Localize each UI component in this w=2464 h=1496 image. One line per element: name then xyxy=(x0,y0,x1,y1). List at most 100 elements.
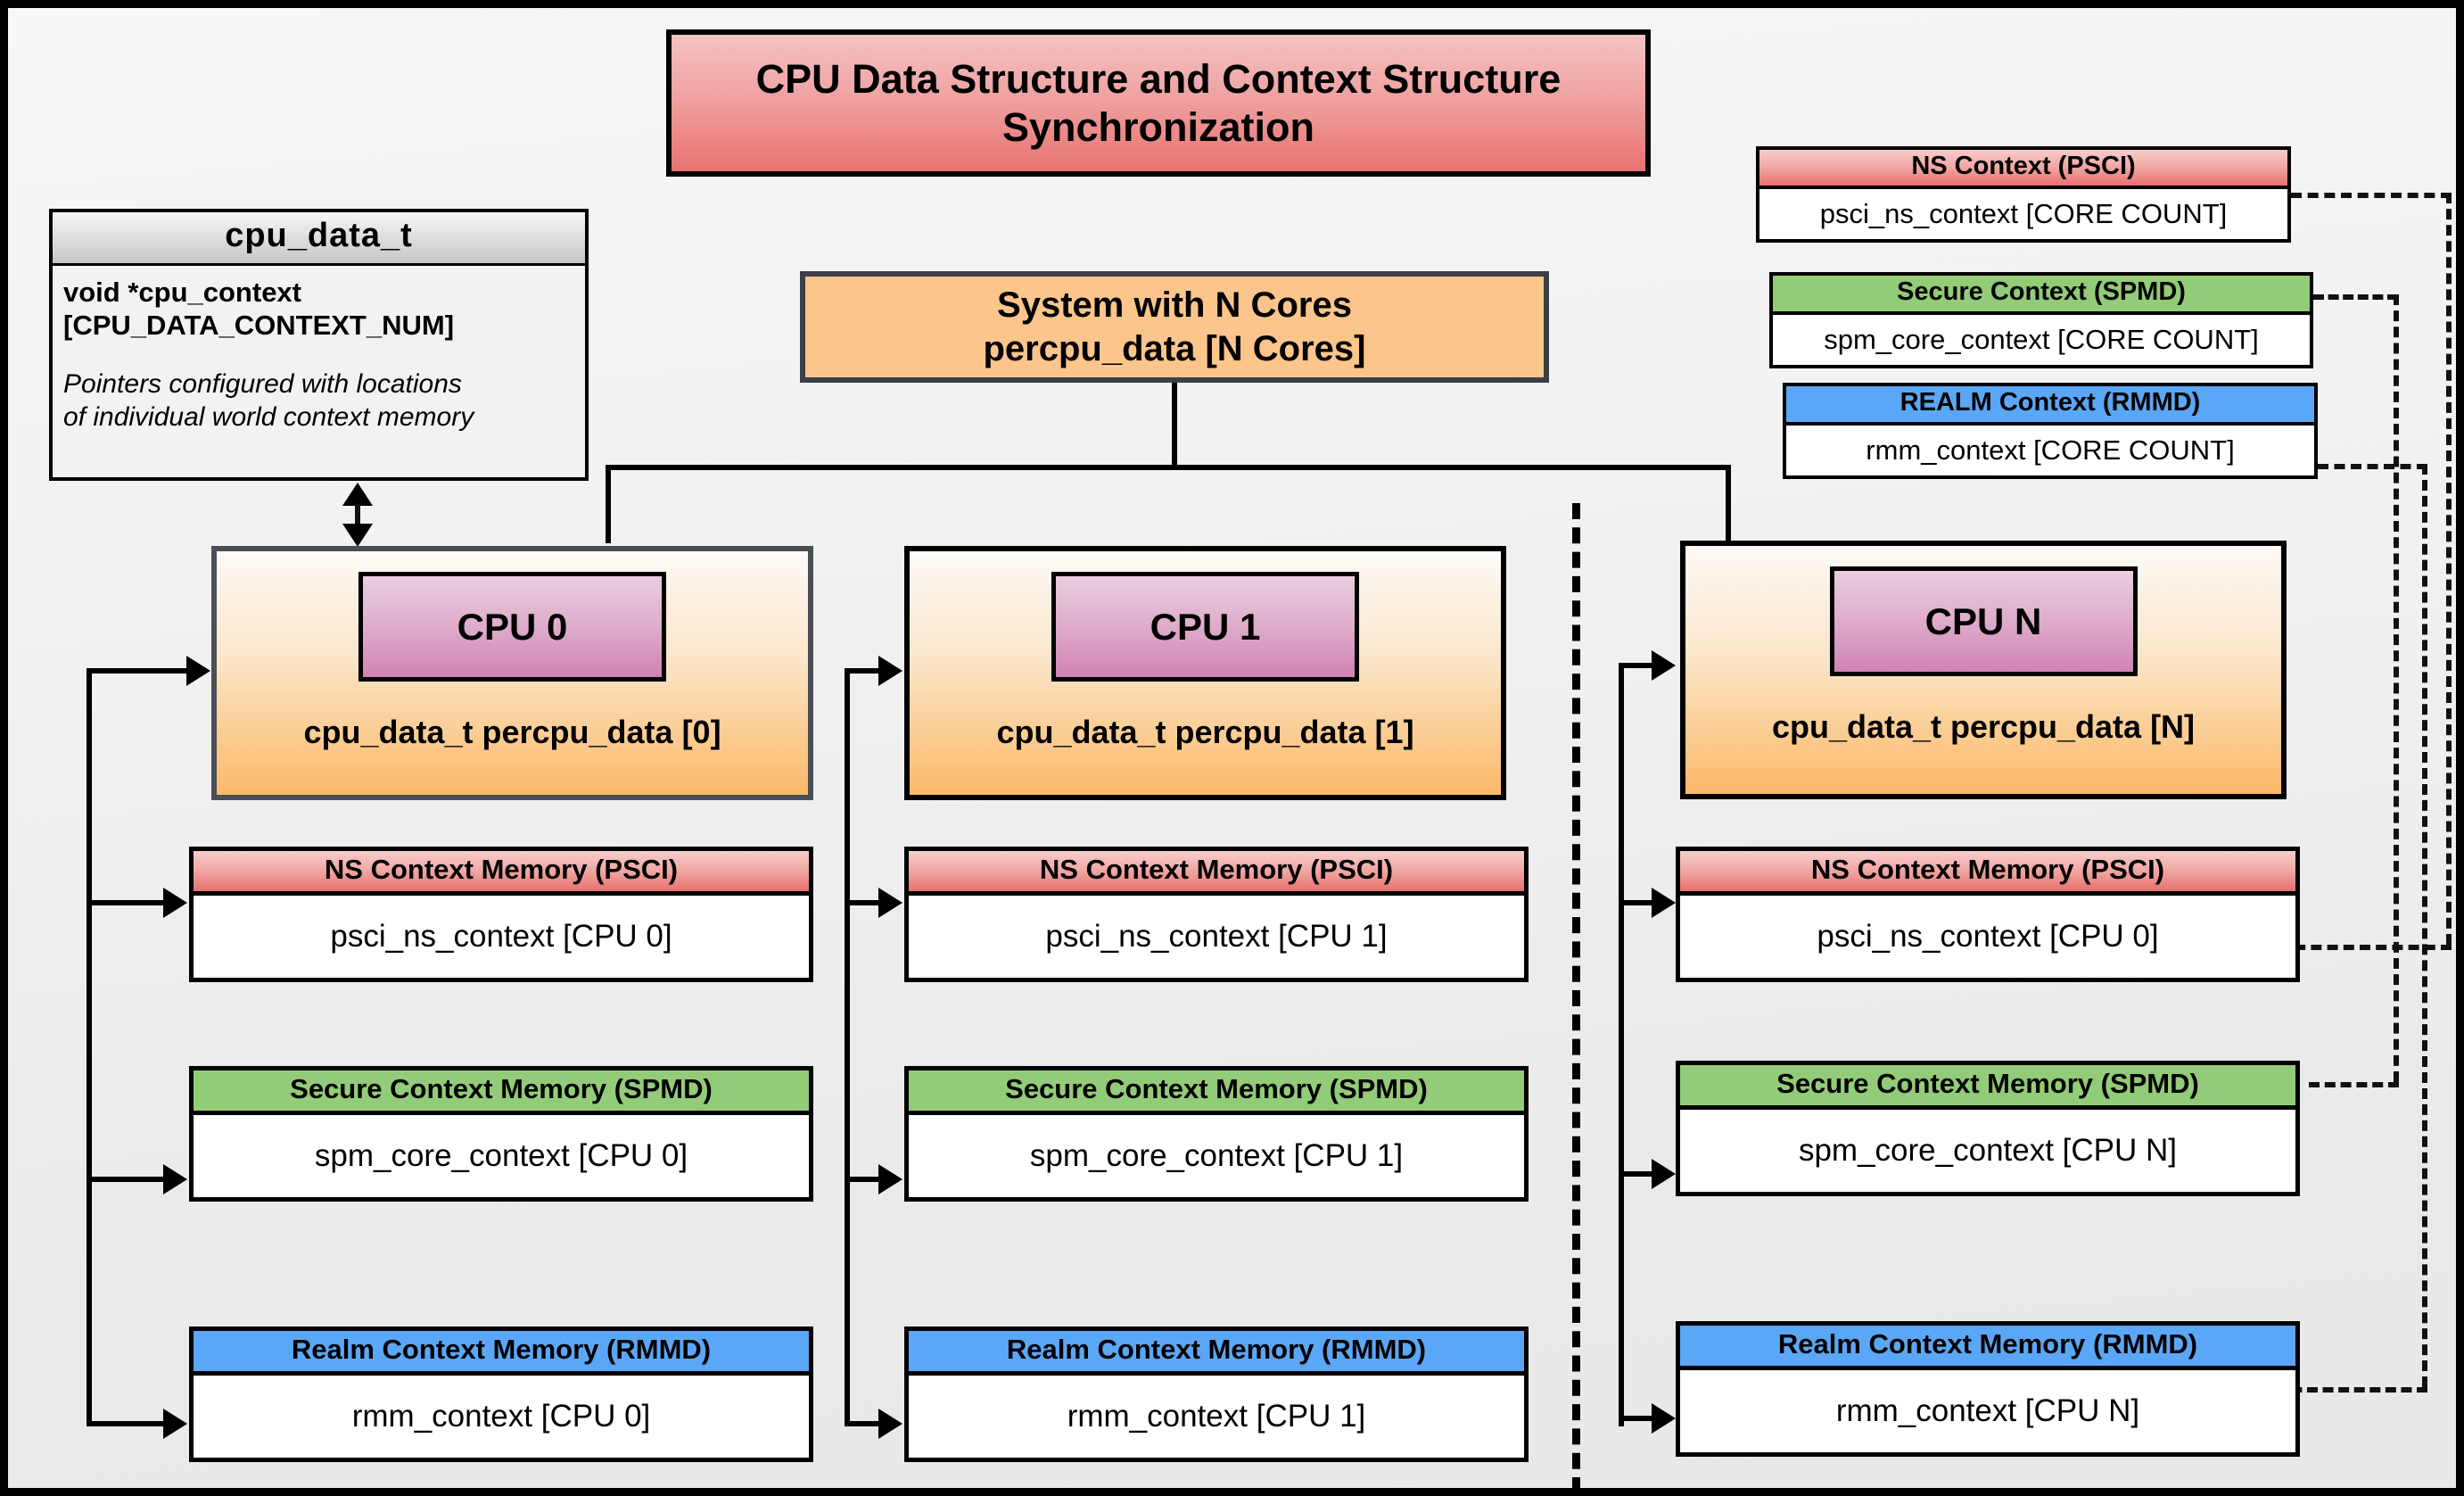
legend-realm-route-top xyxy=(2318,464,2427,469)
cpu-card-label-1: cpu_data_t percpu_data [1] xyxy=(996,714,1414,750)
system-box: System with N Cores percpu_data [N Cores… xyxy=(800,271,1549,383)
cpu1-branch-card xyxy=(845,668,880,674)
legend-ns-route-top xyxy=(2291,193,2452,198)
cpu1-arrow-ns xyxy=(878,888,902,918)
memory-card-cpun-secure-header: Secure Context Memory (SPMD) xyxy=(1680,1065,2295,1110)
cpun-branch-ns xyxy=(1619,900,1652,905)
cpu0-arrow-secure xyxy=(163,1164,187,1194)
legend-ns-route-vertical xyxy=(2446,193,2452,945)
cpu0-branch-secure xyxy=(87,1177,165,1182)
memory-card-cpu0-realm: Realm Context Memory (RMMD) rmm_context … xyxy=(189,1327,813,1462)
struct-field-line1: void *cpu_context xyxy=(63,277,301,308)
legend-card-realm-body: rmm_context [CORE COUNT] xyxy=(1866,434,2235,466)
legend-ns-route-bottom xyxy=(2197,945,2452,950)
cpu0-arrow-ns xyxy=(163,888,187,918)
cpu-card-0: CPU 0 cpu_data_t percpu_data [0] xyxy=(211,546,813,800)
legend-card-ns: NS Context (PSCI) psci_ns_context [CORE … xyxy=(1756,146,2291,243)
column-divider xyxy=(1572,503,1580,1488)
struct-note-line1: Pointers configured with locations xyxy=(63,369,462,400)
diagram-title: CPU Data Structure and Context Structure… xyxy=(666,29,1651,177)
memory-card-cpun-realm: Realm Context Memory (RMMD) rmm_context … xyxy=(1676,1321,2300,1457)
cpu0-branch-ns xyxy=(87,900,165,905)
cpu0-arrow-realm xyxy=(163,1409,187,1439)
memory-card-cpu0-secure-header: Secure Context Memory (SPMD) xyxy=(194,1070,809,1115)
cpu-card-label-0: cpu_data_t percpu_data [0] xyxy=(303,714,721,750)
tree-drop-cpu0 xyxy=(606,465,611,543)
cpu0-arrow-card xyxy=(186,656,210,686)
cpu1-arrow-card xyxy=(878,656,902,686)
struct-link-arrow-down xyxy=(342,524,373,547)
cpu1-arrow-realm xyxy=(878,1409,902,1439)
cpu-card-label-n: cpu_data_t percpu_data [N] xyxy=(1771,708,2196,745)
memory-card-cpun-ns-header: NS Context Memory (PSCI) xyxy=(1680,851,2295,896)
system-box-line1: System with N Cores xyxy=(997,285,1352,325)
memory-card-cpu1-ns-body: psci_ns_context [CPU 1] xyxy=(1045,919,1388,954)
memory-card-cpun-realm-body: rmm_context [CPU N] xyxy=(1835,1393,2140,1428)
cpu1-arrow-secure xyxy=(878,1164,902,1194)
memory-card-cpu0-secure-body: spm_core_context [CPU 0] xyxy=(314,1138,688,1173)
memory-card-cpu1-realm-header: Realm Context Memory (RMMD) xyxy=(909,1331,1524,1376)
memory-card-cpu1-secure-body: spm_core_context [CPU 1] xyxy=(1029,1138,1404,1173)
cpun-branch-secure xyxy=(1619,1171,1652,1177)
memory-card-cpu1-realm-body: rmm_context [CPU 1] xyxy=(1067,1399,1366,1434)
cpu-card-1: CPU 1 cpu_data_t percpu_data [1] xyxy=(904,546,1506,800)
cpun-branch-card xyxy=(1619,663,1652,668)
system-box-text: System with N Cores percpu_data [N Cores… xyxy=(984,284,1366,371)
memory-card-cpun-ns: NS Context Memory (PSCI) psci_ns_context… xyxy=(1676,847,2300,982)
tree-stem xyxy=(1172,383,1177,470)
legend-realm-route-bottom xyxy=(2197,1387,2427,1393)
cpu1-branch-ns xyxy=(845,900,880,905)
cpu0-trunk xyxy=(87,668,92,1426)
legend-card-ns-header: NS Context (PSCI) xyxy=(1759,150,2287,189)
struct-card-header: cpu_data_t xyxy=(53,212,585,266)
memory-card-cpu1-secure: Secure Context Memory (SPMD) spm_core_co… xyxy=(904,1066,1529,1202)
cpu0-branch-realm xyxy=(87,1421,165,1426)
struct-note-line2: of individual world context memory xyxy=(63,401,474,432)
cpu-card-n: CPU N cpu_data_t percpu_data [N] xyxy=(1680,541,2287,799)
cpu1-branch-realm xyxy=(845,1421,880,1426)
legend-card-realm: REALM Context (RMMD) rmm_context [CORE C… xyxy=(1783,383,2318,479)
system-box-line2: percpu_data [N Cores] xyxy=(983,328,1366,368)
struct-link-arrow-up xyxy=(342,483,373,506)
cpu1-trunk xyxy=(845,668,850,1426)
cpu0-branch-card xyxy=(87,668,189,674)
memory-card-cpu1-ns: NS Context Memory (PSCI) psci_ns_context… xyxy=(904,847,1529,982)
memory-card-cpu0-secure: Secure Context Memory (SPMD) spm_core_co… xyxy=(189,1066,813,1202)
legend-card-realm-header: REALM Context (RMMD) xyxy=(1786,386,2314,426)
memory-card-cpun-secure: Secure Context Memory (SPMD) spm_core_co… xyxy=(1676,1061,2300,1196)
memory-card-cpun-ns-body: psci_ns_context [CPU 0] xyxy=(1817,919,2159,954)
cpun-arrow-realm xyxy=(1652,1403,1676,1434)
struct-field-line2: [CPU_DATA_CONTEXT_NUM] xyxy=(63,310,455,342)
cpu-chip-0: CPU 0 xyxy=(358,572,666,682)
memory-card-cpu1-ns-header: NS Context Memory (PSCI) xyxy=(909,851,1524,896)
struct-link-dash xyxy=(355,504,360,525)
memory-card-cpun-secure-body: spm_core_context [CPU N] xyxy=(1798,1133,2178,1168)
cpu-chip-1: CPU 1 xyxy=(1051,572,1359,682)
tree-bus xyxy=(606,465,1731,470)
memory-card-cpu0-ns-body: psci_ns_context [CPU 0] xyxy=(330,919,672,954)
tree-drop-cpun xyxy=(1726,465,1731,543)
legend-realm-route-vertical xyxy=(2422,464,2427,1387)
cpu1-branch-secure xyxy=(845,1177,880,1182)
struct-card-body: void *cpu_context [CPU_DATA_CONTEXT_NUM]… xyxy=(53,266,585,477)
cpun-arrow-ns xyxy=(1652,888,1676,918)
cpun-branch-realm xyxy=(1619,1416,1652,1421)
legend-card-secure-header: Secure Context (SPMD) xyxy=(1773,276,2310,315)
memory-card-cpu0-ns-header: NS Context Memory (PSCI) xyxy=(194,851,809,896)
cpu-chip-n: CPU N xyxy=(1829,566,2138,676)
memory-card-cpu1-secure-header: Secure Context Memory (SPMD) xyxy=(909,1070,1524,1115)
cpun-trunk xyxy=(1619,663,1624,1426)
memory-card-cpu0-ns: NS Context Memory (PSCI) psci_ns_context… xyxy=(189,847,813,982)
legend-card-secure: Secure Context (SPMD) spm_core_context [… xyxy=(1769,272,2313,368)
cpun-arrow-secure xyxy=(1652,1159,1676,1189)
memory-card-cpun-realm-header: Realm Context Memory (RMMD) xyxy=(1680,1326,2295,1370)
memory-card-cpu0-realm-body: rmm_context [CPU 0] xyxy=(351,1399,651,1434)
memory-card-cpu1-realm: Realm Context Memory (RMMD) rmm_context … xyxy=(904,1327,1529,1462)
memory-card-cpu0-realm-header: Realm Context Memory (RMMD) xyxy=(194,1331,809,1376)
legend-secure-route-bottom xyxy=(2309,1082,2399,1087)
legend-card-secure-body: spm_core_context [CORE COUNT] xyxy=(1824,324,2259,355)
cpu-data-t-struct-card: cpu_data_t void *cpu_context [CPU_DATA_C… xyxy=(49,209,589,481)
legend-secure-route-top xyxy=(2313,294,2398,300)
legend-card-ns-body: psci_ns_context [CORE COUNT] xyxy=(1819,198,2228,229)
